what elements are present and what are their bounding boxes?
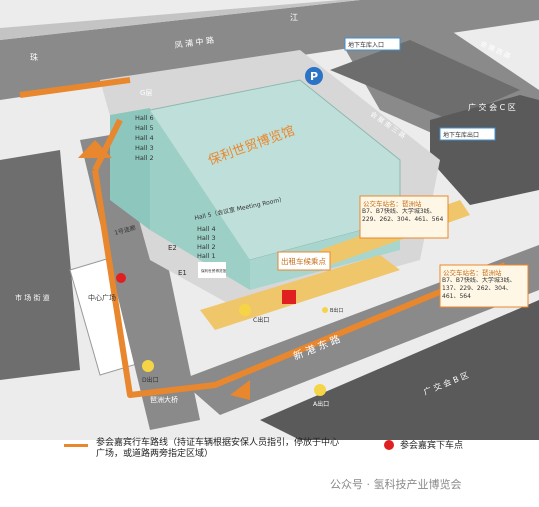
entrance-e1: E1	[178, 269, 187, 277]
taxi-label: 出租车候乘点	[281, 256, 326, 266]
route-north	[92, 118, 123, 172]
hall-upper-4: Hall 2	[135, 154, 154, 162]
building-logo-text: 保利世贸博览馆	[201, 268, 227, 273]
legend-dropoff-swatch	[384, 440, 394, 450]
route-top	[19, 77, 131, 98]
block-left	[0, 150, 80, 380]
block-ne	[330, 40, 520, 120]
left-block-label: 市 场 街 道	[15, 293, 50, 302]
exit-c-icon	[239, 304, 251, 316]
bus1-routes: B7、B7快线、大学城3线、229、262、304、461、564	[362, 208, 444, 223]
building-left-face	[150, 110, 250, 290]
parking-out-callout	[439, 127, 496, 141]
parking-icon-label: P	[310, 70, 318, 83]
taxi-callout	[277, 251, 331, 271]
bus1-routes-wrap: B7、B7快线、大学城3线、229、262、304、461、564	[362, 208, 444, 223]
hall-upper-0: Hall 6	[135, 114, 154, 122]
route-arrow-left	[230, 380, 250, 400]
hall-upper-1: Hall 5	[135, 124, 154, 132]
legend-route-text: 参会嘉宾行车路线（持证车辆根据安保人员指引，停放于中心广场，或道路两旁指定区域）	[96, 438, 340, 459]
hall-lower-3: Hall 2	[197, 243, 216, 251]
route-main	[92, 169, 507, 398]
exit-c-label: C出口	[253, 316, 269, 324]
taxi-icon	[282, 290, 296, 304]
building-logo	[198, 262, 226, 278]
center-square-label: 中心广场	[88, 293, 116, 302]
zone-c-label: 广 交 会 C 区	[468, 102, 516, 112]
parking-icon	[305, 67, 323, 85]
hall-lower-1: Hall 4	[197, 225, 216, 233]
bus1-callout	[359, 195, 449, 239]
bridge-road	[80, 130, 200, 430]
road-edge	[0, 0, 360, 40]
legend-dropoff-text: 参会嘉宾下车点	[400, 441, 464, 451]
road-bridge: 琶洲大桥	[150, 395, 178, 404]
exit-d-label: D出口	[142, 376, 159, 384]
zone-b-block	[260, 300, 539, 440]
exit-b-label: B出口	[330, 307, 343, 314]
road-north-right: 江	[290, 13, 298, 22]
hall-upper-3: Hall 3	[135, 144, 154, 152]
exit-a-icon	[314, 384, 326, 396]
exit-a-label: A出口	[313, 400, 329, 408]
legend-route-swatch	[64, 444, 88, 447]
hall-lower-2: Hall 3	[197, 234, 216, 242]
watermark: 公众号 · 氢科技产业博览会	[330, 478, 462, 491]
bus2-routes-wrap: B7、B7快线、大学城3线、137、229、262、304、461、564	[442, 277, 516, 300]
exit-b-icon	[322, 307, 328, 313]
g-level: G层	[140, 89, 152, 97]
route-lines	[19, 77, 507, 398]
route-arrow-up	[78, 140, 112, 158]
zone-c-block	[430, 95, 539, 205]
parking-in-label: 地下车库入口	[348, 41, 384, 49]
bus1-title: 公交车站名：琶洲站	[363, 199, 422, 208]
parking-out-label: 地下车库出口	[443, 131, 479, 139]
road-north-left: 珠	[30, 52, 38, 62]
bus2-title: 公交车站名：琶洲站	[443, 268, 502, 277]
bus2-callout	[439, 264, 529, 308]
parking-in-callout	[344, 37, 401, 51]
hall-lower-4: Hall 1	[197, 252, 216, 260]
entrance-e2: E2	[168, 244, 177, 252]
dropoff-marker	[116, 273, 126, 283]
hall-upper-2: Hall 4	[135, 134, 154, 142]
building-west-wing	[110, 108, 150, 230]
exit-d-icon	[142, 360, 154, 372]
bus2-routes: B7、B7快线、大学城3线、137、229、262、304、461、564	[442, 277, 516, 300]
